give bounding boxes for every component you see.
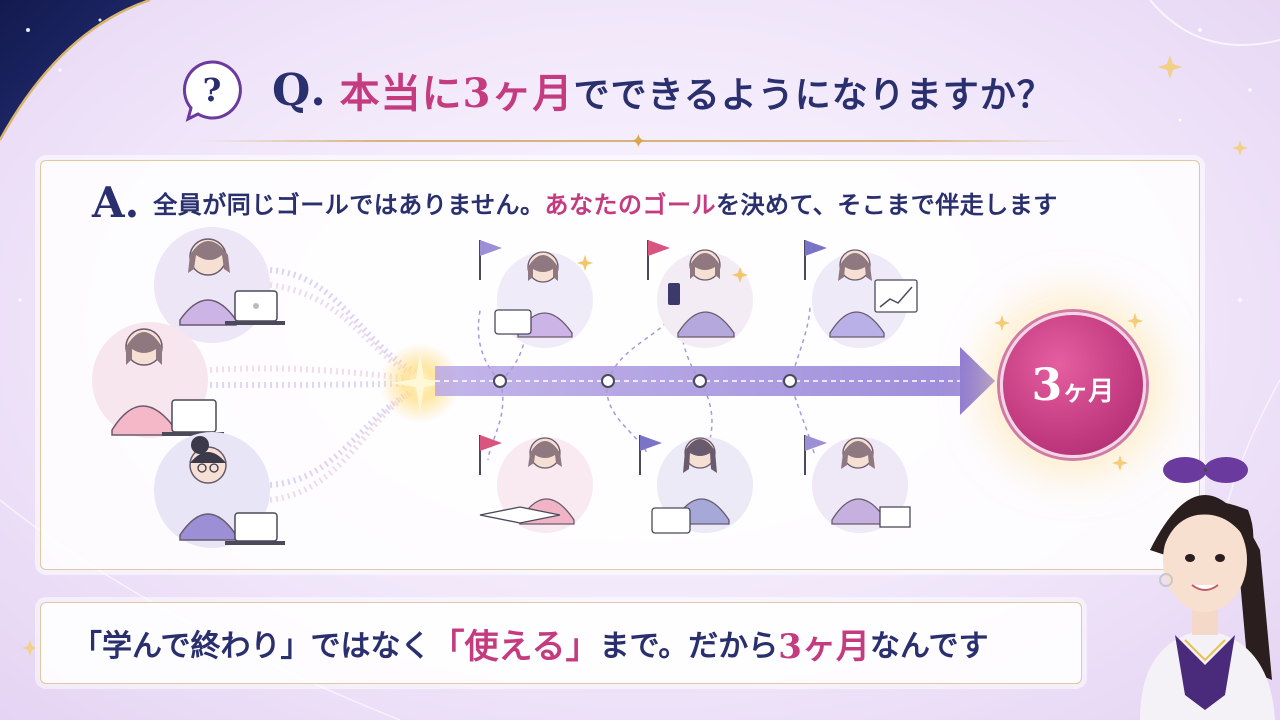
answer-highlight: あなたのゴール [544,189,716,219]
answer-part1: 全員が同じゴールではありません。 [153,189,545,219]
goal-computer-icon [651,437,753,534]
question-dot: . [310,64,326,116]
arrow-right-icon [435,347,995,415]
presenter-avatar [1140,457,1275,720]
bottom-message: 「学んで終わり」ではなく 「使える」 まで。だから 3ヶ月 なんです [72,618,988,668]
question-bubble-icon: ? [182,60,242,122]
bottom-part2: まで。だから [599,629,779,664]
goal-phone-icon [657,249,753,348]
question-rest: でできるようになりますか？ [573,74,1054,116]
goal-celebrate-icon [812,437,911,533]
goal-laptop-icon [494,251,593,348]
bottom-part3: なんです [869,629,989,664]
bottom-highlight2: 3ヶ月 [778,626,870,667]
badge-circle: 3ヶ月 [1000,312,1146,458]
answer-dot: . [124,177,140,227]
learner-laptop-icon [154,227,285,343]
question-highlight: 本当に3ヶ月 [339,70,574,117]
goal-chart-icon [812,249,918,348]
goal-notebook-icon [479,437,593,533]
sparkle-icon: ✦ [630,129,647,153]
badge-text: 3ヶ月 [1032,360,1115,411]
answer-header: A . 全員が同じゴールではありません。あなたのゴールを決めて、そこまで伴走しま… [92,172,1058,232]
three-months-badge: 3ヶ月 [1000,312,1146,458]
question-text: 本当に3ヶ月でできるようになりますか？ [340,61,1054,119]
answer-text: 全員が同じゴールではありません。あなたのゴールを決めて、そこまで伴走します [153,185,1058,220]
question-label: Q [272,64,311,116]
flag-icon [479,240,827,475]
badge-number: 3 [1031,359,1063,411]
bottom-message-bar [40,602,1082,684]
goal-diagram [92,227,1143,548]
badge-unit: ヶ月 [1062,376,1115,407]
header-divider [200,140,1080,142]
question-header: ? Q . 本当に3ヶ月でできるようになりますか？ [180,55,1054,125]
svg-text:?: ? [203,71,222,109]
answer-label: A [92,177,125,227]
bottom-highlight: 「使える」 [430,626,600,667]
bottom-part1: 「学んで終わり」ではなく [72,629,431,664]
sparkle-icon [390,353,450,413]
answer-part2: を決めて、そこまで伴走します [716,189,1058,219]
learner-thinking-icon [92,322,224,438]
learner-glasses-icon [154,432,285,548]
